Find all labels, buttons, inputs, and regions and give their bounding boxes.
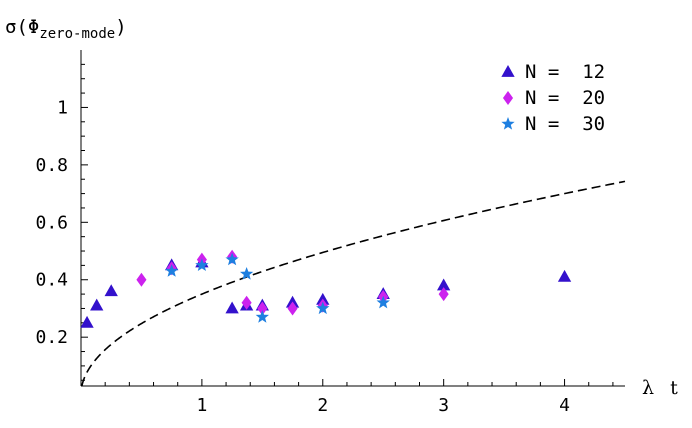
triangle-marker — [104, 284, 118, 297]
y-tick-label: 0.2 — [35, 327, 68, 348]
x-tick-label: 3 — [438, 395, 449, 416]
x-axis-label: λ t — [642, 377, 683, 399]
star-marker — [316, 301, 330, 315]
y-axis-label: σ(Φzero-mode) — [5, 16, 127, 42]
legend-entry-label: N = 12 — [525, 61, 605, 83]
triangle-marker — [437, 278, 451, 291]
triangle-marker — [90, 298, 104, 311]
y-tick-label: 0.8 — [35, 155, 68, 176]
diamond-marker — [241, 295, 252, 310]
star-marker — [255, 310, 269, 323]
star-marker — [239, 267, 254, 280]
x-tick-label: 4 — [559, 395, 570, 416]
reference-curve — [81, 180, 626, 386]
y-tick-label: 0.6 — [35, 212, 68, 233]
y-axis-label-close: ) — [115, 16, 126, 38]
dashed-curve — [81, 180, 626, 386]
y-axis-label-symbol: σ(Φ — [5, 16, 39, 38]
star-marker — [225, 252, 239, 266]
y-axis-label-subscript: zero-mode — [39, 26, 115, 42]
star-marker — [376, 295, 390, 309]
legend-entry-label: N = 20 — [525, 87, 605, 109]
x-tick-label: 1 — [196, 395, 207, 416]
diamond-marker — [438, 287, 449, 302]
triangle-marker — [80, 315, 94, 328]
y-tick-label: 1 — [57, 97, 68, 118]
star-marker — [195, 258, 209, 272]
legend: N = 12 N = 20 N = 30 — [501, 61, 605, 135]
diamond-marker — [287, 301, 298, 316]
diamond-marker — [136, 272, 147, 287]
star-marker — [165, 264, 179, 277]
axes — [80, 50, 625, 387]
data-markers — [80, 249, 572, 328]
legend-entry-label: N = 30 — [525, 113, 605, 135]
diamond-marker — [257, 301, 268, 316]
triangle-marker — [557, 269, 572, 282]
legend-diamond-icon — [502, 91, 514, 105]
legend-star-icon — [501, 117, 515, 130]
triangle-marker — [225, 301, 239, 314]
ticks: 1 2 3 4 0.2 0.4 0.6 0.8 1 — [35, 63, 614, 416]
legend-triangle-icon — [501, 65, 515, 77]
x-tick-label: 2 — [317, 395, 328, 416]
y-tick-label: 0.4 — [35, 270, 68, 291]
